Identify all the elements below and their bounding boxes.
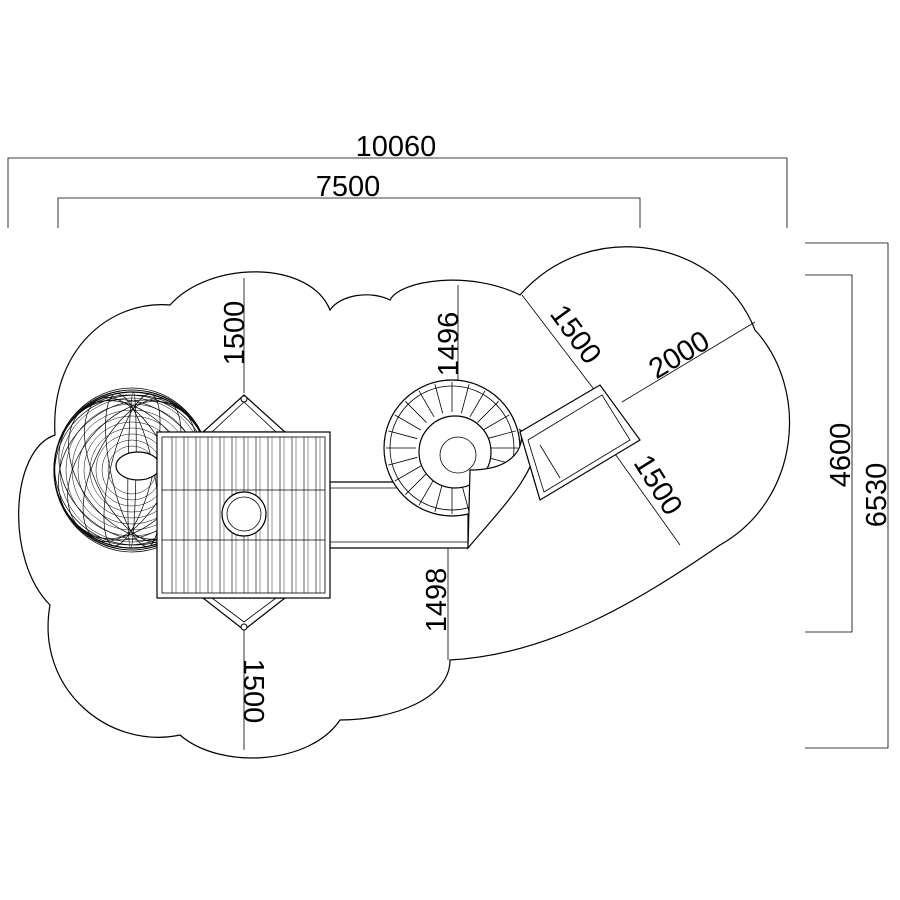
dim-label-clearance-top-middle: 1496: [433, 312, 465, 377]
dim-label-clearance-bottom-left: 1500: [237, 659, 269, 724]
dim-label-overall-width: 10060: [356, 131, 437, 163]
dim-label-equipment-depth: 4600: [825, 423, 857, 488]
straight-slide: [519, 384, 641, 501]
dim-label-overall-depth: 6530: [861, 463, 893, 528]
dimension-equipment-width: 7500: [57, 171, 641, 228]
deck-hole: [221, 491, 267, 537]
dim-label-equipment-width: 7500: [316, 171, 381, 203]
dim-label-clearance-bottom-middle: 1498: [421, 568, 453, 633]
tunnel-opening: [115, 451, 161, 481]
clearance-slide-upper: 1500: [521, 294, 607, 393]
platform-deck: [156, 431, 331, 599]
spiral-tube-slide: [383, 379, 536, 550]
bottom-step-frame: [201, 597, 287, 631]
dim-label-clearance-slide-upper: 1500: [543, 299, 607, 370]
dimension-equipment-depth: 4600: [805, 274, 857, 633]
clearance-top-middle: 1496: [433, 285, 465, 410]
dim-label-clearance-slide-exit: 2000: [643, 325, 715, 386]
clearance-slide-exit: 2000: [621, 321, 756, 403]
dimension-overall-depth: 6530: [805, 242, 893, 749]
dim-label-clearance-top-left: 1500: [219, 301, 251, 366]
clearance-bottom-middle: 1498: [421, 545, 453, 660]
clearance-top-left: 1500: [219, 278, 251, 393]
clearance-bottom-left: 1500: [237, 630, 269, 750]
dimension-overall-width: 10060: [7, 131, 788, 228]
dim-label-clearance-slide-side: 1500: [627, 449, 688, 521]
safety-zone-outline: [18, 246, 791, 759]
top-step-frame: [201, 394, 287, 433]
